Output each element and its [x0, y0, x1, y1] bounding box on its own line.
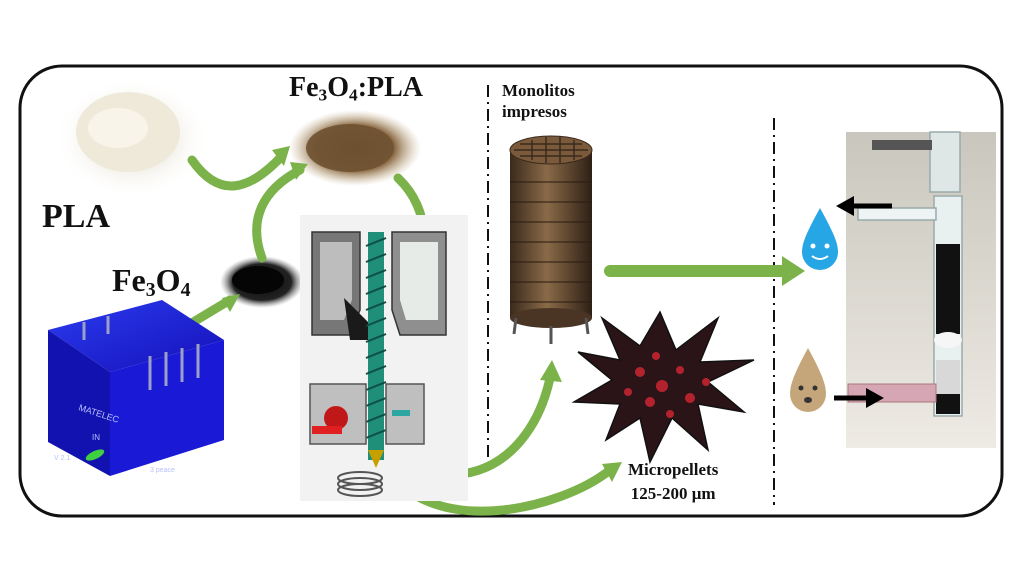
device-spec-text: 3 peace: [150, 467, 175, 474]
arrow-pla-to-composite: [187, 151, 287, 191]
micropellets-label-line1: Micropellets: [628, 460, 719, 479]
arrow-magnetite-to-composite: [252, 165, 305, 263]
magnetite-label: Fe3O4: [112, 262, 190, 302]
composite-label-fe: Fe: [289, 72, 319, 103]
composite-label-o: O: [327, 72, 349, 103]
device-port-text: IN: [92, 433, 100, 442]
micropellets-label: Micropellets 125-200 μm: [628, 458, 718, 506]
composite-label-sub2: 4: [349, 85, 358, 105]
inlet-arrow-icon: [834, 388, 884, 408]
monolith-label: Monolitos impresos: [502, 80, 575, 122]
extruder-image: [300, 215, 468, 501]
dirty-water-drop-icon: [790, 348, 826, 412]
outer-frame: [18, 64, 1004, 518]
magnetite-label-fe: Fe: [112, 262, 146, 298]
monolith-label-line1: Monolitos: [502, 81, 575, 100]
magnetite-label-sub1: 3: [145, 278, 156, 301]
monolith-image: [509, 135, 593, 344]
pla-label: PLA: [42, 198, 110, 235]
micropellets-image: [571, 310, 755, 465]
magnetite-label-o: O: [155, 262, 181, 298]
composite-label: Fe3O4:PLA: [289, 72, 423, 105]
composite-powder-image: [289, 110, 421, 186]
magnetite-label-sub2: 4: [180, 278, 191, 301]
composite-label-pla: :PLA: [357, 72, 424, 103]
pla-powder-image: [54, 78, 210, 198]
monolith-label-line2: impresos: [502, 102, 567, 121]
clean-water-drop-icon: [802, 208, 838, 270]
composite-label-sub1: 3: [318, 85, 328, 105]
device-version-text: V 2.1: [54, 455, 70, 462]
outlet-arrow-icon: [836, 196, 892, 216]
micropellets-label-line2: 125-200 μm: [630, 484, 716, 503]
milling-device-image: [48, 300, 224, 476]
magnetite-powder-image: [220, 256, 304, 308]
